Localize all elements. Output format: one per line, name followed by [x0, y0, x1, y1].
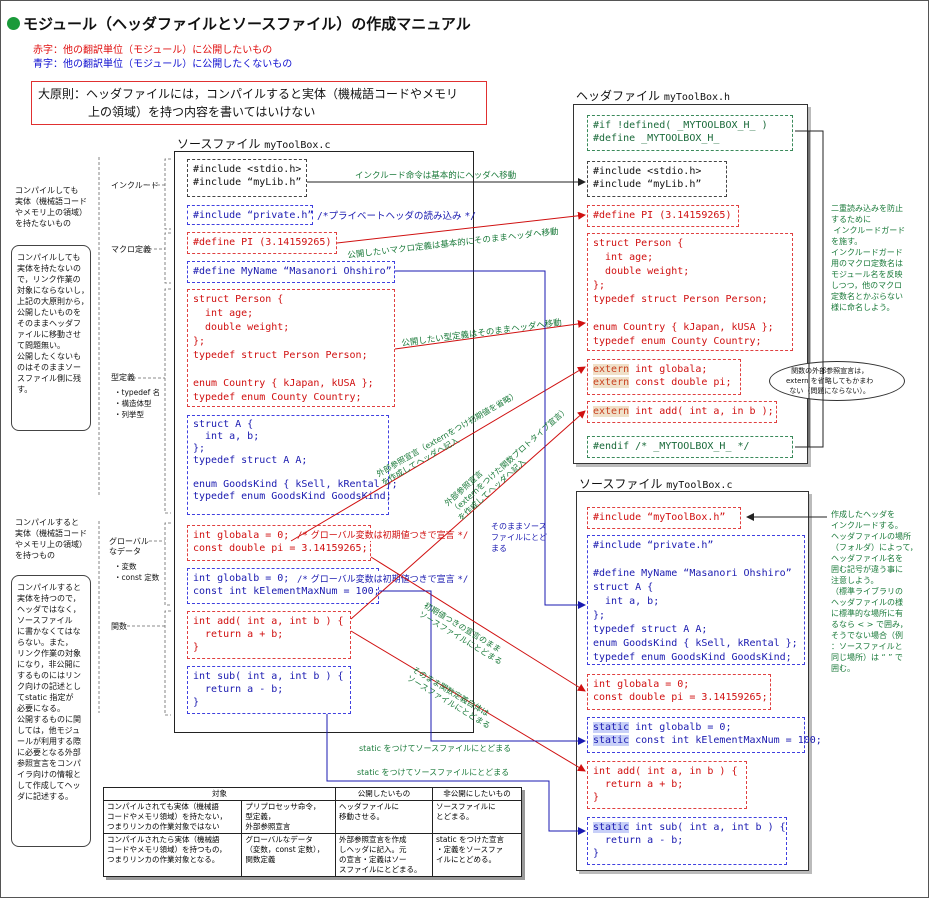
table-header-row: 対象 公開したいもの 非公開にしたいもの — [103, 787, 522, 801]
label-global-data: グローバル なデータ — [109, 537, 149, 556]
table-cell: コンパイルされたら実体（機械語 コードやメモリ領域）を持つもの， つまりリンカの… — [102, 833, 243, 877]
left-sub-func: int sub( int a, int b ) { return a - b; … — [187, 666, 351, 714]
right-globala: int globala = 0; const double pi = 3.141… — [587, 674, 771, 710]
header-file-title: ヘッダファイル myToolBox.h — [576, 89, 731, 103]
table-cell: コンパイルされても実体（機械語 コードやメモリ領域）を持たない， つまりリンカの… — [102, 800, 243, 834]
side-brackets — [98, 157, 171, 716]
header-guard-top: #if !defined( _MYTOOLBOX_H_ ) #define _M… — [587, 115, 793, 151]
left-include-block: #include <stdio.h> #include “myLib.h” — [187, 159, 307, 197]
note-no-entity-box: コンパイルしても 実体を持たないの で，リンク作業の 対象にならないし， 上記の… — [11, 245, 91, 431]
legend-blue: 青字：他の翻訳単位（モジュール）に公開したくないもの — [33, 59, 293, 70]
right-add-func: int add( int a, in b ) { return a + b; } — [587, 761, 747, 809]
header-types: struct Person { int age; double weight; … — [587, 233, 793, 351]
legend-red: 赤字：他の翻訳単位（モジュール）に公開したいもの — [33, 45, 273, 56]
table-row: コンパイルされても実体（機械語 コードやメモリ領域）を持たない， つまりリンカの… — [102, 800, 522, 834]
right-private-block: #include “private.h” #define MyName “Mas… — [587, 535, 805, 665]
table-cell: static をつけた宣言 ・定義をソースファ イルにとどめる。 — [432, 833, 522, 877]
left-globala-comment: /* グローバル変数は初期値つきで宣言 */ — [297, 528, 469, 541]
label-typedef-items: ・typedef 名 ・構造体型 ・列挙型 — [114, 388, 161, 419]
arrow-label-include: インクルード命令は基本的にヘッダへ移動 — [355, 171, 517, 181]
table-row: コンパイルされたら実体（機械語 コードやメモリ領域）を持つもの， つまりリンカの… — [102, 833, 522, 877]
label-typedef: 型定義 — [111, 373, 135, 382]
right-source-title: ソースファイル myToolBox.c — [579, 477, 733, 491]
left-globalb-comment: /* グローバル変数は初期値つきで宣言 */ — [297, 572, 469, 585]
left-define-name: #define MyName “Masanori Ohshiro” — [187, 261, 395, 283]
table-header-public: 公開したいもの — [335, 787, 433, 801]
left-struct-a: struct A { int a, b; }; typedef struct A… — [187, 415, 398, 515]
table-header-target: 対象 — [103, 787, 336, 801]
page-title: モジュール（ヘッダファイルとソースファイル）の作成マニュアル — [7, 13, 471, 34]
note-entity-body: コンパイルすると 実体を持つので， ヘッダではなく， ソースファイル に書かなく… — [17, 583, 81, 801]
right-include-self: #include “myToolBox.h” — [587, 507, 741, 529]
note-entity-box: コンパイルすると 実体を持つので， ヘッダではなく， ソースファイル に書かなく… — [11, 575, 91, 847]
right-sub-func: static int sub( int a, int b ) { return … — [587, 817, 787, 865]
label-macro: マクロ定義 — [111, 245, 151, 254]
header-extern-vars: extern int globala; extern const double … — [587, 359, 741, 395]
table-cell: 外部参照宣言を作成 しヘッダに記入。元 の宣言・定義はソー スファイルにとどまる… — [335, 833, 433, 877]
arrow-label-static-1: static をつけてソースファイルにとどまる — [359, 744, 512, 753]
arrow-label-keep-source: そのままソース ファイルにとど まる — [491, 522, 547, 553]
left-source-title: ソースファイル myToolBox.c — [177, 137, 331, 151]
label-func: 関数 — [111, 622, 127, 631]
left-define-pi: #define PI (3.14159265) — [187, 232, 337, 254]
include-path-note: 作成したヘッダを インクルードする。 ヘッダファイルの場所 （フォルダ）によって… — [831, 510, 918, 673]
bubble-note: 関数の外部参照宣言は， extern を省略してもかまわ ない（問題にならない）… — [769, 361, 905, 401]
label-include: インクルード — [111, 181, 159, 190]
header-includes: #include <stdio.h> #include “myLib.h” — [587, 161, 727, 197]
header-guard-end: #endif /* _MYTOOLBOX_H_ */ — [587, 436, 793, 458]
left-private-include: #include “private.h” — [187, 205, 313, 225]
label-global-items: ・変数 ・const 定数 — [114, 562, 160, 582]
table-cell: グローバルなデータ （変数，const 定数）， 関数定義 — [241, 833, 336, 877]
principle-line-2: 上の領域）を持つ内容を書いてはいけない — [88, 105, 316, 119]
principle-box: 大原則：ヘッダファイルには，コンパイルすると実体（機械語コードやメモリ 上の領域… — [31, 81, 487, 125]
table-cell: ヘッダファイルに 移動させる。 — [335, 800, 433, 834]
left-add-func: int add( int a, int b ) { return a + b; … — [187, 611, 351, 659]
left-struct-person: struct Person { int age; double weight; … — [187, 289, 395, 407]
bubble-note-text: 関数の外部参照宣言は， extern を省略してもかまわ ない（問題にならない）… — [786, 367, 874, 395]
arrow-label-static-2: static をつけてソースファイルにとどまる — [357, 768, 510, 777]
note-no-entity-body: コンパイルしても 実体を持たないの で，リンク作業の 対象にならないし， 上記の… — [17, 253, 89, 394]
header-define-pi: #define PI (3.14159265) — [587, 205, 739, 227]
green-dot-icon — [7, 17, 20, 30]
include-guard-note: 二重読み込みを防止 するために インクルードガード を施す。 インクルードガード… — [831, 204, 906, 312]
table-cell: プリプロセッサ命令， 型定義， 外部参照宣言 — [241, 800, 336, 834]
header-extern-func: extern int add( int a, in b ); — [587, 401, 777, 423]
table-header-private: 非公開にしたいもの — [432, 787, 522, 801]
left-private-comment: /*プライベートヘッダの読み込み */ — [317, 211, 476, 222]
right-static-vars: static int globalb = 0; static const int… — [587, 717, 822, 753]
table-cell: ソースファイルに とどまる。 — [432, 800, 522, 834]
summary-table: 対象 公開したいもの 非公開にしたいもの コンパイルされても実体（機械語 コード… — [102, 787, 522, 877]
note-no-entity-heading: コンパイルしても 実体（機械語コード やメモリ上の領域） を持たないもの — [15, 186, 87, 228]
principle-line-1: 大原則：ヘッダファイルには，コンパイルすると実体（機械語コードやメモリ — [38, 87, 459, 101]
note-entity-heading: コンパイルすると 実体（機械語コード やメモリ上の領域） を持つもの — [15, 518, 87, 560]
